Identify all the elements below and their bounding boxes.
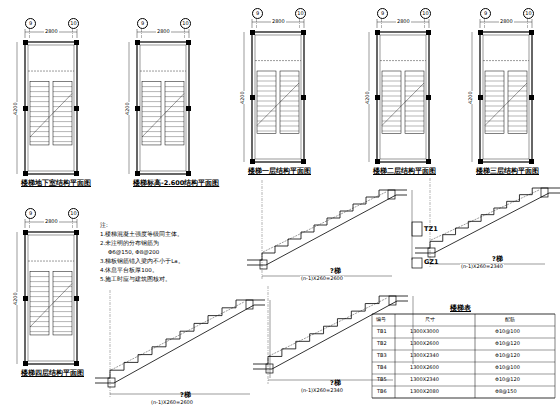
axis-bubble: 9: [25, 18, 36, 29]
stair-plan: [17, 29, 79, 176]
dimension-text: 2800: [156, 29, 171, 35]
dimension-text: 4200: [13, 292, 19, 305]
stair-plan: [129, 29, 191, 176]
table-cell: 配筋: [505, 317, 515, 323]
table-cell: 1300X2340: [410, 377, 439, 383]
dimension-text: (n-1)X260=2600: [300, 276, 344, 282]
dimension-text: (n-1)X260=2340: [460, 264, 504, 270]
table-cell: TB1: [377, 329, 387, 335]
table-cell: TB3: [377, 353, 387, 359]
stair-section: [415, 178, 560, 268]
table-cell: TB6: [377, 389, 387, 395]
stair-plan: [244, 19, 306, 164]
section-label: TZ1: [424, 226, 438, 233]
axis-bubble: 10: [420, 8, 431, 19]
table-cell: 1300X2600: [410, 365, 439, 371]
table-cell: TB5: [377, 377, 387, 383]
table-cell: TB4: [377, 365, 387, 371]
table-cell: Φ8@150: [495, 389, 517, 395]
section-label: GZ1: [424, 259, 439, 266]
note-text: 3.梯板钢筋锚入梁内不小于La。: [100, 258, 184, 264]
note-text: 1.楼梯混凝土强度等级同主体。: [100, 231, 183, 237]
note-text: 2.未注明的分布钢筋为: [100, 240, 159, 246]
drawing-title: 楼梯表: [450, 305, 471, 312]
dimension-text: 2800: [396, 19, 411, 25]
section-label: ?梯: [180, 392, 191, 399]
axis-bubble: 9: [137, 18, 148, 29]
table-cell: Φ10@120: [495, 341, 520, 347]
axis-bubble: 9: [252, 8, 263, 19]
axis-bubble: 9: [480, 8, 491, 19]
dimension-text: 4200: [365, 91, 371, 104]
dimension-text: 4200: [13, 102, 19, 115]
note-text: Φ6@150, Φ8@200: [108, 249, 159, 255]
drawing-title: 楼梯地下室结构平面图: [21, 180, 91, 187]
dimension-text: 4200: [240, 91, 246, 104]
drawing-title: 楼梯一层结构平面图: [248, 168, 311, 175]
column-detail: [412, 222, 422, 268]
axis-bubble: 9: [25, 208, 36, 219]
stair-plan: [17, 219, 79, 366]
stair-section: [253, 286, 413, 384]
note-text: 5.施工时应与建筑图核对。: [100, 276, 171, 282]
table-cell: Φ10@100: [495, 329, 520, 335]
dimension-text: 2800: [499, 19, 514, 25]
drawing-title: 楼梯四层结构平面图: [21, 370, 84, 377]
table-cell: 1300X2080: [410, 389, 439, 395]
section-label: ?梯: [330, 380, 341, 387]
table-cell: TB2: [377, 341, 387, 347]
axis-bubble: 10: [68, 18, 79, 29]
axis-bubble: 10: [295, 8, 306, 19]
axis-bubble: 10: [523, 8, 534, 19]
stair-section: [247, 180, 412, 280]
drawing-title: 楼梯标高-2.600结构平面图: [133, 180, 219, 187]
note-text: 4.休息平台板厚100。: [100, 267, 158, 273]
axis-bubble: 10: [180, 18, 191, 29]
table-cell: 1300X2340: [410, 353, 439, 359]
stair-plan: [369, 19, 431, 164]
dimension-text: 4200: [125, 102, 131, 115]
axis-bubble: 9: [377, 8, 388, 19]
dimension-text: (n-1)X260=2600: [150, 400, 194, 406]
drawing-title: 楼梯三层结构平面图: [476, 168, 539, 175]
dimension-text: (n-1)X260=2340: [300, 388, 344, 394]
section-label: ?梯: [492, 256, 503, 263]
stair-table-grid: [372, 314, 555, 398]
axis-bubble: 10: [68, 208, 79, 219]
stair-plan: [472, 19, 534, 164]
drawing-title: 楼梯二层结构平面图: [373, 168, 436, 175]
table-cell: 1300X2600: [410, 341, 439, 347]
table-cell: Φ10@100: [495, 365, 520, 371]
dimension-text: 2800: [271, 19, 286, 25]
dimension-text: 4200: [468, 91, 474, 104]
dimension-text: 2800: [44, 29, 59, 35]
table-cell: Φ10@120: [495, 377, 520, 383]
table-cell: 尺寸: [425, 317, 435, 323]
table-cell: Φ10@120: [495, 353, 520, 359]
table-cell: 编号: [376, 317, 386, 323]
note-text: 注:: [100, 222, 108, 228]
dimension-text: 2800: [44, 219, 59, 225]
section-label: ?梯: [330, 268, 341, 275]
stair-section: [95, 290, 270, 398]
table-cell: 1300X3000: [410, 329, 439, 335]
